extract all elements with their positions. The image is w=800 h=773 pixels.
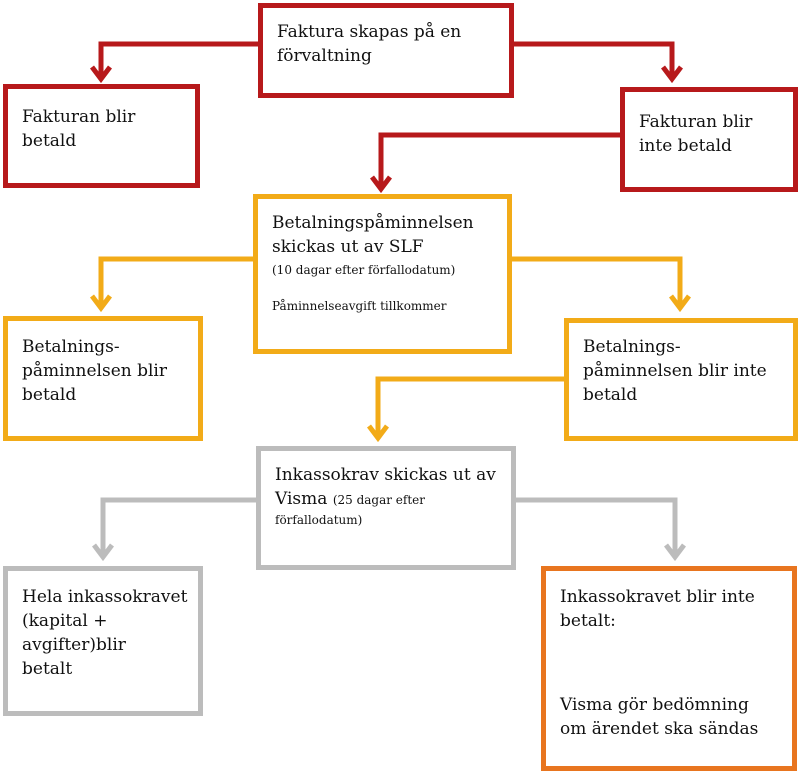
arrow-reminder-to-unpaid bbox=[510, 256, 683, 307]
node-collection-unpaid-line3: Visma gör bedömning bbox=[560, 695, 749, 715]
arrowhead-unpaid-to-reminder bbox=[370, 175, 392, 194]
node-collection-sent: Inkassokrav skickas ut av Visma (25 daga… bbox=[256, 446, 516, 570]
node-collection-sent-note2: förfallodatum) bbox=[275, 513, 363, 527]
node-collection-paid-line4: betalt bbox=[22, 659, 73, 679]
node-collection-unpaid-line2: betalt: bbox=[560, 611, 616, 631]
arrow-collection-to-unpaid bbox=[514, 497, 678, 556]
node-invoice-created-line1: Faktura skapas på en bbox=[277, 22, 462, 42]
node-reminder-sent-note2: Påminnelseavgift tillkommer bbox=[272, 299, 447, 313]
arrowhead-collection-to-unpaid bbox=[664, 543, 686, 562]
arrow-created-to-paid bbox=[98, 41, 260, 78]
node-invoice-unpaid-line1: Fakturan blir bbox=[639, 112, 753, 132]
node-collection-unpaid: Inkassokravet blir inte betalt: Visma gö… bbox=[541, 566, 797, 771]
node-invoice-unpaid-line2: inte betald bbox=[639, 136, 732, 156]
node-reminder-unpaid-line2: påminnelsen blir inte bbox=[583, 361, 767, 381]
node-invoice-unpaid: Fakturan blir inte betald bbox=[620, 87, 798, 192]
arrowhead-reminder-to-unpaid bbox=[669, 294, 691, 313]
node-collection-unpaid-line4: om ärendet ska sändas bbox=[560, 719, 759, 739]
node-collection-paid: Hela inkassokravet (kapital + avgifter)b… bbox=[3, 566, 203, 716]
node-reminder-sent-line1: Betalningspåminnelsen bbox=[272, 213, 474, 233]
node-invoice-created-line2: förvaltning bbox=[277, 46, 372, 66]
node-reminder-sent-note1: (10 dagar efter förfallodatum) bbox=[272, 263, 456, 277]
node-reminder-unpaid: Betalnings- påminnelsen blir inte betald bbox=[564, 318, 798, 441]
node-collection-paid-line3: avgifter)blir bbox=[22, 635, 126, 655]
arrow-unpaid-to-collection bbox=[375, 376, 566, 437]
node-reminder-unpaid-line1: Betalnings- bbox=[583, 337, 681, 357]
node-collection-paid-line1: Hela inkassokravet bbox=[22, 587, 188, 607]
node-collection-sent-note1: (25 dagar efter bbox=[332, 493, 426, 507]
node-reminder-unpaid-line3: betald bbox=[583, 385, 638, 405]
node-reminder-paid: Betalnings- påminnelsen blir betald bbox=[3, 316, 203, 441]
node-collection-paid-line2: (kapital + bbox=[22, 611, 108, 631]
arrowhead-created-to-unpaid bbox=[661, 65, 683, 84]
arrowhead-unpaid-to-collection bbox=[367, 424, 389, 443]
node-invoice-paid: Fakturan blir betald bbox=[3, 84, 200, 188]
arrowhead-created-to-paid bbox=[90, 65, 112, 84]
arrow-reminder-to-paid bbox=[98, 256, 255, 307]
node-reminder-sent: Betalningspåminnelsen skickas ut av SLF … bbox=[253, 194, 512, 354]
node-collection-unpaid-line1: Inkassokravet blir inte bbox=[560, 587, 755, 607]
node-invoice-paid-line2: betald bbox=[22, 131, 77, 151]
node-invoice-paid-line1: Fakturan blir bbox=[22, 107, 136, 127]
node-collection-sent-line2: Visma bbox=[275, 489, 328, 509]
node-invoice-created: Faktura skapas på en förvaltning bbox=[258, 3, 514, 98]
node-collection-sent-line1: Inkassokrav skickas ut av bbox=[275, 465, 496, 485]
node-reminder-paid-line2: påminnelsen blir bbox=[22, 361, 167, 381]
node-reminder-sent-line2: skickas ut av SLF bbox=[272, 237, 424, 257]
arrow-collection-to-paid bbox=[100, 497, 258, 556]
arrowhead-collection-to-paid bbox=[92, 543, 114, 562]
arrow-created-to-unpaid bbox=[512, 41, 675, 78]
arrow-unpaid-to-reminder bbox=[378, 132, 622, 188]
arrowhead-reminder-to-paid bbox=[90, 294, 112, 313]
node-reminder-paid-line1: Betalnings- bbox=[22, 337, 120, 357]
node-reminder-paid-line3: betald bbox=[22, 385, 77, 405]
